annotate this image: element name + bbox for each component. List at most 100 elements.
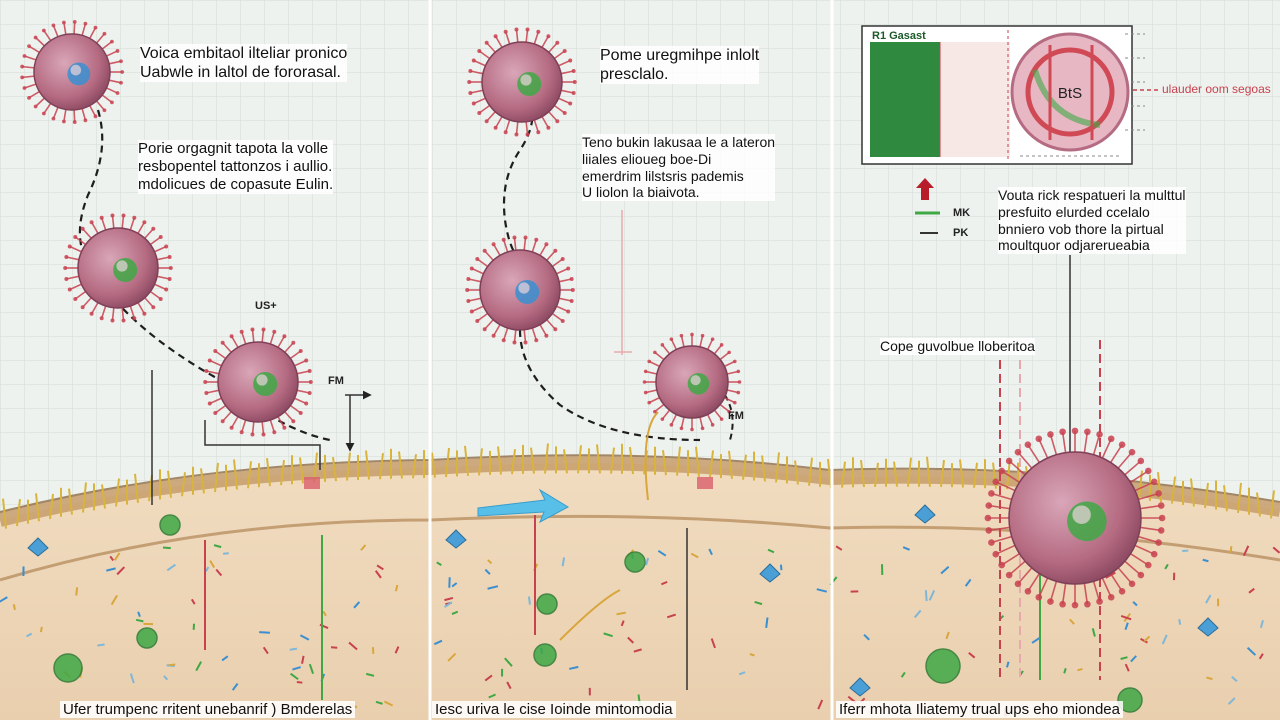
inset-left-label: R1 Gasast <box>872 30 926 42</box>
protein-fragment <box>945 631 950 640</box>
label-line: U liolon la biaivota. <box>582 184 700 201</box>
vesicle <box>533 643 557 667</box>
protein-fragment <box>106 567 116 572</box>
protein-fragment <box>900 671 906 678</box>
label-line: liiales elioueg boe-Di <box>582 150 712 167</box>
virus-particle-left-2 <box>63 213 173 323</box>
protein-fragment <box>710 638 716 649</box>
vesicle <box>53 653 83 683</box>
label-line: Vouta rick respatueri la multtul <box>998 187 1186 203</box>
label-line: mdolicues de copasute Eulin. <box>138 176 334 193</box>
protein-fragment <box>383 700 394 707</box>
membrane-bristle <box>728 450 733 479</box>
protein-fragment <box>940 566 950 575</box>
protein-fragment <box>365 672 375 677</box>
protein-fragment <box>129 673 135 684</box>
membrane-bristle <box>775 452 780 483</box>
protein-fragment <box>137 611 141 618</box>
protein-fragment <box>113 552 121 561</box>
label-line: presfuito elurded ccelalo <box>998 203 1150 220</box>
membrane-bristle <box>379 452 384 480</box>
cytoplasm-proteins <box>0 477 1280 717</box>
label-line: Voica embitaol ilteliar pronico <box>140 45 348 62</box>
protein-fragment <box>195 661 203 672</box>
protein-fragment <box>447 652 457 662</box>
protein-fragment <box>116 566 126 576</box>
protein-fragment <box>913 609 922 619</box>
marker-fm-middle: FM <box>728 410 744 422</box>
protein-fragment <box>633 648 642 653</box>
membrane-bristle <box>445 447 450 478</box>
protein-fragment <box>330 646 338 649</box>
protein-fragment <box>1143 635 1151 642</box>
inset-cell-view: BtS <box>1010 32 1130 152</box>
membrane-bristle <box>695 446 700 477</box>
protein-fragment <box>527 596 531 605</box>
protein-fragment <box>1164 563 1169 570</box>
caption-left: Ufer trumpenc rritent unebanrif ) Bmdere… <box>60 701 356 718</box>
protein-fragment <box>690 552 699 559</box>
membrane-bristle <box>167 470 172 498</box>
protein-fragment <box>835 545 843 551</box>
up-arrow-icon <box>916 178 934 200</box>
vesicle <box>1117 687 1143 713</box>
protein-fragment <box>374 570 382 579</box>
membrane-bristle <box>16 499 21 527</box>
marker-mk: MK <box>953 207 971 219</box>
protein-fragment <box>754 600 763 606</box>
membrane-bristle <box>926 456 931 487</box>
protein-fragment <box>627 636 635 644</box>
virus-particle-middle-1 <box>467 27 577 137</box>
protein-fragment <box>290 672 299 681</box>
membrane-bristle <box>346 452 351 481</box>
protein-fragment <box>1206 676 1213 681</box>
protein-fragment <box>487 559 493 565</box>
protein-fragment <box>1259 620 1264 629</box>
protein-fragment <box>97 643 105 647</box>
protein-fragment <box>666 613 677 619</box>
curve-yellow-middle-b <box>559 589 621 641</box>
protein-fragment <box>1130 655 1137 663</box>
protein-fragment <box>1120 656 1128 660</box>
marker-fm-left: FM <box>328 375 344 387</box>
label-line: bnniero vob thore la pirtual <box>998 220 1164 237</box>
protein-fragment <box>301 655 305 664</box>
protein-fragment <box>1202 558 1209 563</box>
marker-pk: PK <box>953 227 969 239</box>
protein-fragment <box>765 617 769 629</box>
protein-fragment <box>376 564 384 571</box>
protein-fragment <box>1091 628 1096 637</box>
membrane-bristle <box>610 447 615 474</box>
protein-fragment <box>443 601 453 608</box>
membrane-bristle <box>35 493 40 522</box>
membrane-bristle <box>1204 482 1209 509</box>
membrane-bristle <box>662 450 667 476</box>
protein-fragment <box>231 682 239 691</box>
vesicle <box>159 514 181 536</box>
curve-yellow-middle <box>644 411 659 501</box>
label-line: resbopentel tattonzos i aullio. <box>138 158 333 175</box>
protein-fragment <box>222 552 229 555</box>
membrane-bristle <box>893 461 898 487</box>
membrane-bristle <box>101 484 106 509</box>
protein-fragment <box>444 596 454 602</box>
membrane-bristle <box>214 462 219 493</box>
protein-fragment <box>1124 622 1129 631</box>
protein-fragment <box>292 666 301 671</box>
protein-fragment <box>1242 545 1250 557</box>
membrane-bristle <box>200 468 205 494</box>
vesicle <box>925 648 961 684</box>
membrane-bristle <box>973 462 978 488</box>
membrane-bristle <box>398 451 403 479</box>
protein-fragment <box>1006 661 1010 668</box>
protein-fragment <box>135 618 144 623</box>
protein-fragment <box>968 651 976 659</box>
membrane-bristle <box>1256 492 1261 517</box>
protein-fragment <box>322 610 327 617</box>
protein-fragment <box>1248 587 1255 594</box>
membrane-bristle <box>907 457 912 487</box>
virus-pathway-middle-c <box>711 379 734 441</box>
membrane-bristle <box>49 493 54 520</box>
protein-fragment <box>262 646 269 655</box>
membrane-bristle <box>365 450 370 480</box>
